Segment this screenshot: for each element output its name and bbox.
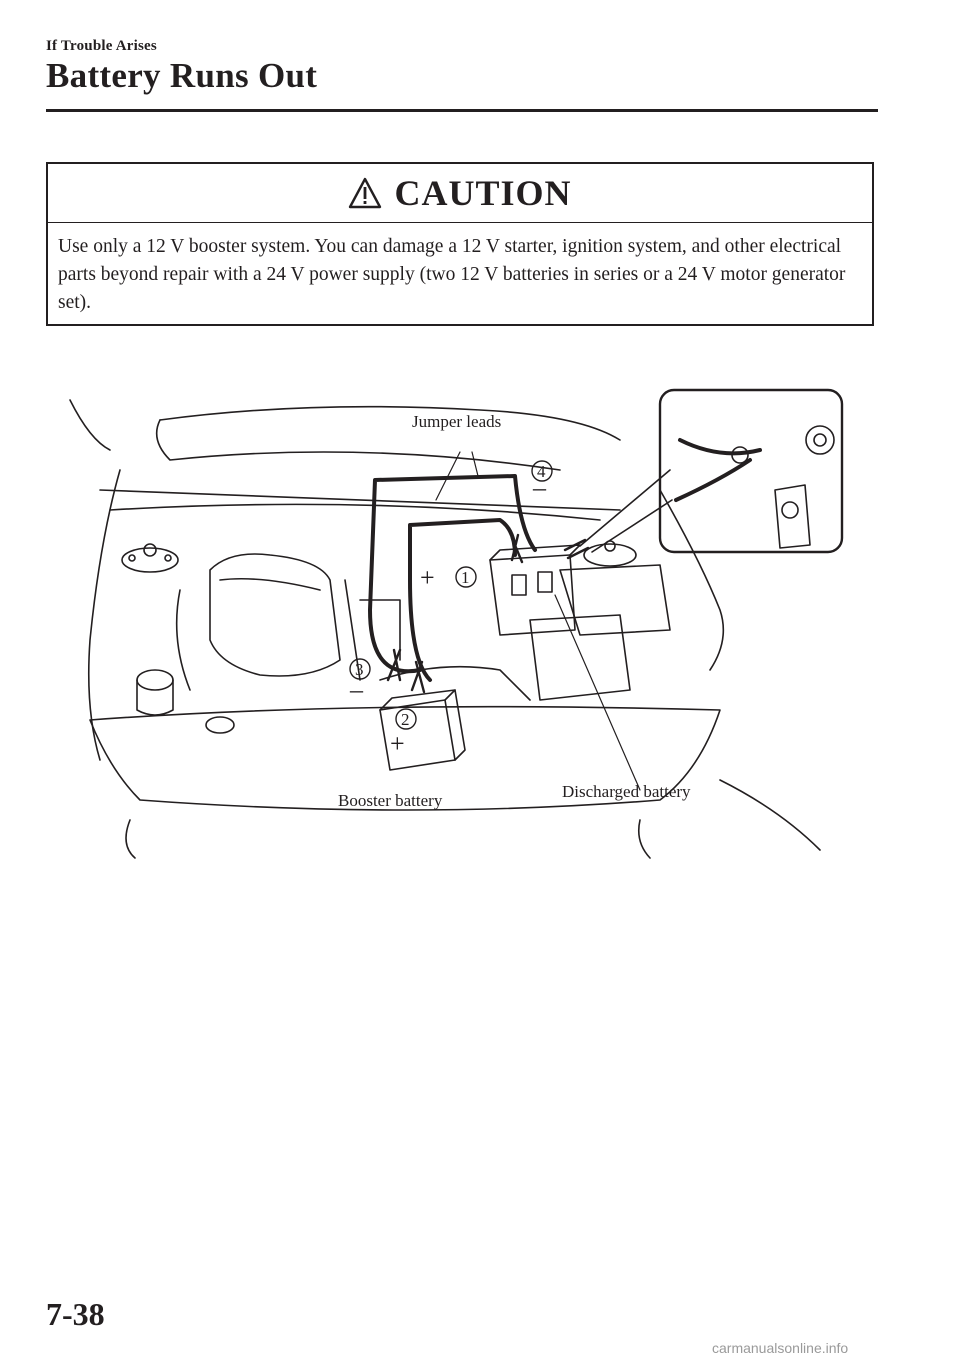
warning-triangle-icon xyxy=(349,177,382,209)
step-marker-4: 4 xyxy=(537,462,546,481)
booster-battery-label: Booster battery xyxy=(338,791,443,810)
watermark: carmanualsonline.info xyxy=(712,1340,849,1356)
title-divider xyxy=(46,109,878,112)
step-marker-2: 2 xyxy=(401,710,410,729)
polarity-markers: + – – + xyxy=(349,473,547,758)
page-number: 7-38 xyxy=(46,1296,105,1332)
discharged-battery-label: Discharged battery xyxy=(562,782,691,801)
plus-sign-discharged: + xyxy=(420,563,435,592)
minus-sign-booster: – xyxy=(349,675,364,704)
plus-sign-booster: + xyxy=(390,729,405,758)
jumper-leads-label: Jumper leads xyxy=(412,412,501,431)
caution-text: Use only a 12 V booster system. You can … xyxy=(58,236,846,313)
section-label: If Trouble Arises xyxy=(46,38,157,54)
step-marker-3: 3 xyxy=(355,660,364,679)
caution-box: CAUTION Use only a 12 V booster system. … xyxy=(46,162,874,326)
minus-sign-ground: – xyxy=(532,473,547,502)
engine-bay-jump-start-illustration: 1 2 3 4 + – – + Jumper leads Booster bat… xyxy=(69,388,844,859)
step-marker-1: 1 xyxy=(461,568,470,587)
page-title: Battery Runs Out xyxy=(46,56,318,95)
step-markers: 1 2 3 4 xyxy=(349,460,553,730)
caution-title: CAUTION xyxy=(394,173,572,213)
caution-header: CAUTION xyxy=(48,164,872,223)
